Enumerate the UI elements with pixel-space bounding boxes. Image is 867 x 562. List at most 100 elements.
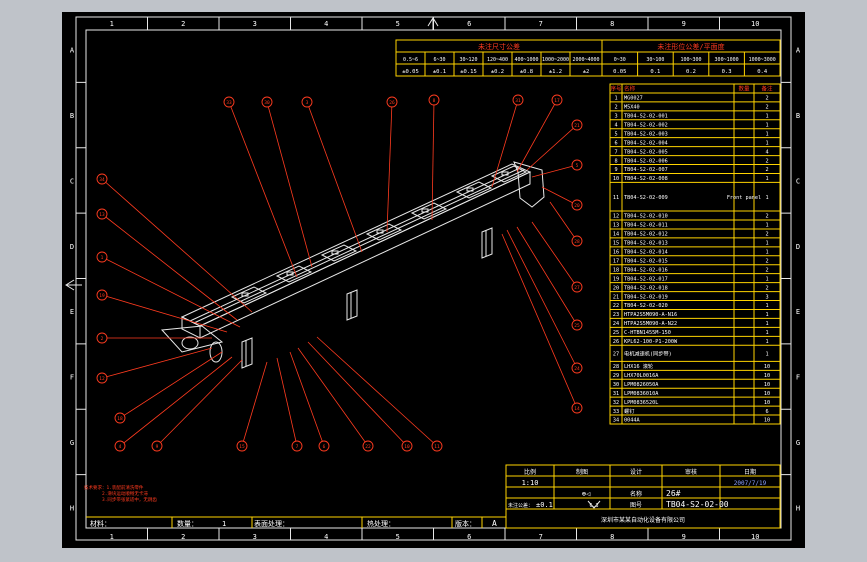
tolerance-range: 120~400	[487, 57, 508, 63]
idler-end-plate	[160, 325, 224, 353]
assembly-edge	[193, 169, 525, 324]
bom-cell: LHX16 滚轮	[624, 362, 653, 370]
tolerance-linear-header: 未注尺寸公差	[478, 42, 520, 51]
balloon-leader	[119, 356, 233, 447]
balloon-leader	[526, 124, 578, 171]
carriage-block	[241, 292, 249, 297]
part-balloon	[261, 96, 273, 108]
tolerance-value: ±1.2	[549, 69, 562, 75]
carriage-block	[501, 171, 509, 176]
bom-cell: 1	[765, 176, 768, 182]
column-label-top: 10	[751, 20, 759, 28]
balloon-leader	[491, 99, 519, 188]
part-balloon-number: 5	[576, 163, 579, 169]
part-balloon-number: 20	[574, 203, 580, 209]
flatness-value: 0.2	[686, 69, 696, 75]
bom-cell: TB04-S2-02-011	[624, 223, 668, 229]
bom-header: 数量	[738, 85, 750, 93]
column-label-bottom: 1	[110, 533, 114, 541]
column-label-bottom: 10	[751, 533, 759, 541]
bom-cell: Front panel	[727, 195, 761, 201]
part-balloon-number: 26	[389, 100, 395, 106]
bom-cell: TB04-S2-02-007	[624, 167, 668, 173]
tolerance-table	[395, 39, 781, 77]
bom-cell: M5X40	[624, 105, 640, 111]
bom-cell: TB04-S2-02-010	[624, 214, 668, 220]
part-balloon-number: 33	[226, 100, 232, 106]
bom-cell: TB04-S2-02-006	[624, 158, 668, 164]
rail-side-face	[199, 171, 531, 339]
balloon-leader	[541, 186, 578, 206]
part-balloon	[223, 96, 235, 108]
part-balloon-number: 11	[434, 444, 440, 450]
bom-cell: C-HTBN1455M-150	[624, 330, 671, 336]
flatness-value: 0.3	[722, 69, 732, 75]
check-label: 审核	[685, 468, 697, 476]
scale-label: 比例	[524, 468, 536, 476]
carriage-plate	[455, 181, 493, 199]
part-balloon	[96, 251, 108, 263]
bom-cell: 电机减速机(同步带)	[624, 350, 672, 358]
bom-cell: 2	[765, 285, 768, 291]
technical-note: 技术要求：1.装配前清洗零件	[84, 484, 144, 491]
bom-cell: TB04-S2-02-002	[624, 122, 668, 128]
bom-cell: 1	[765, 330, 768, 336]
projection-symbol-icon: ⊕◁	[582, 490, 590, 498]
part-balloon-number: 1	[101, 255, 104, 261]
bom-cell: 10	[764, 418, 770, 424]
flatness-range: 300~1000	[715, 57, 739, 63]
row-label-left: A	[70, 47, 75, 55]
carriage-block	[286, 271, 294, 276]
bom-cell: 23	[613, 312, 619, 318]
part-balloon	[96, 332, 108, 344]
bom-cell: TB04-S2-02-014	[624, 250, 668, 256]
date-value: 2007/7/19	[734, 480, 767, 487]
part-balloon	[571, 199, 583, 211]
tolerance-range: 2000~4000	[572, 57, 599, 63]
motor-end-cap	[513, 161, 545, 208]
balloon-leader	[531, 164, 578, 178]
roughness-value: 6.3	[589, 503, 598, 509]
balloon-leader	[101, 178, 253, 313]
balloon-leader	[276, 357, 298, 447]
bom-cell: MG0027	[624, 96, 643, 102]
conveyor-assembly-view	[160, 161, 545, 369]
bom-cell: LHX70L0016A	[624, 373, 659, 379]
column-label-top: 8	[610, 20, 614, 28]
carriage-plate	[410, 202, 448, 220]
part-balloon-number: 25	[574, 323, 580, 329]
balloon-leader	[549, 201, 578, 242]
bom-cell: 33	[613, 409, 619, 415]
part-balloon-number: 3	[306, 100, 309, 106]
balloon-leader	[101, 213, 238, 321]
support-leg	[481, 227, 493, 259]
carriage-block	[421, 208, 429, 213]
bom-cell: 3	[765, 294, 768, 300]
flatness-range: 30~100	[646, 57, 664, 63]
bom-cell: 1	[765, 195, 768, 201]
part-balloon	[151, 440, 163, 452]
bom-cell: LPM0836010A	[624, 391, 659, 397]
part-balloon	[236, 440, 248, 452]
part-balloon-number: 14	[574, 406, 580, 412]
part-balloon-number: 9	[156, 444, 159, 450]
bom-cell: TB04-S2-02-004	[624, 140, 668, 146]
carriage-plate	[320, 244, 358, 262]
version-label: 版本：	[455, 519, 476, 528]
bom-cell: HTPA2S5M090-A-N16	[624, 312, 677, 318]
bom-cell: 29	[613, 373, 619, 379]
part-balloon	[431, 440, 443, 452]
bom-header: 备注	[761, 85, 773, 93]
material-label: 材料：	[90, 519, 111, 528]
column-label-bottom: 7	[539, 533, 543, 541]
column-label-top: 6	[467, 20, 471, 28]
part-balloon-number: 28	[574, 239, 580, 245]
balloon-leader	[531, 221, 578, 288]
bom-cell: 5	[614, 131, 617, 137]
tolerance-value: ±0.15	[460, 69, 477, 75]
part-balloon	[362, 440, 374, 452]
bom-cell: 1	[765, 303, 768, 309]
bom-table	[609, 83, 781, 425]
tolerance-range: 400~1000	[514, 57, 538, 63]
